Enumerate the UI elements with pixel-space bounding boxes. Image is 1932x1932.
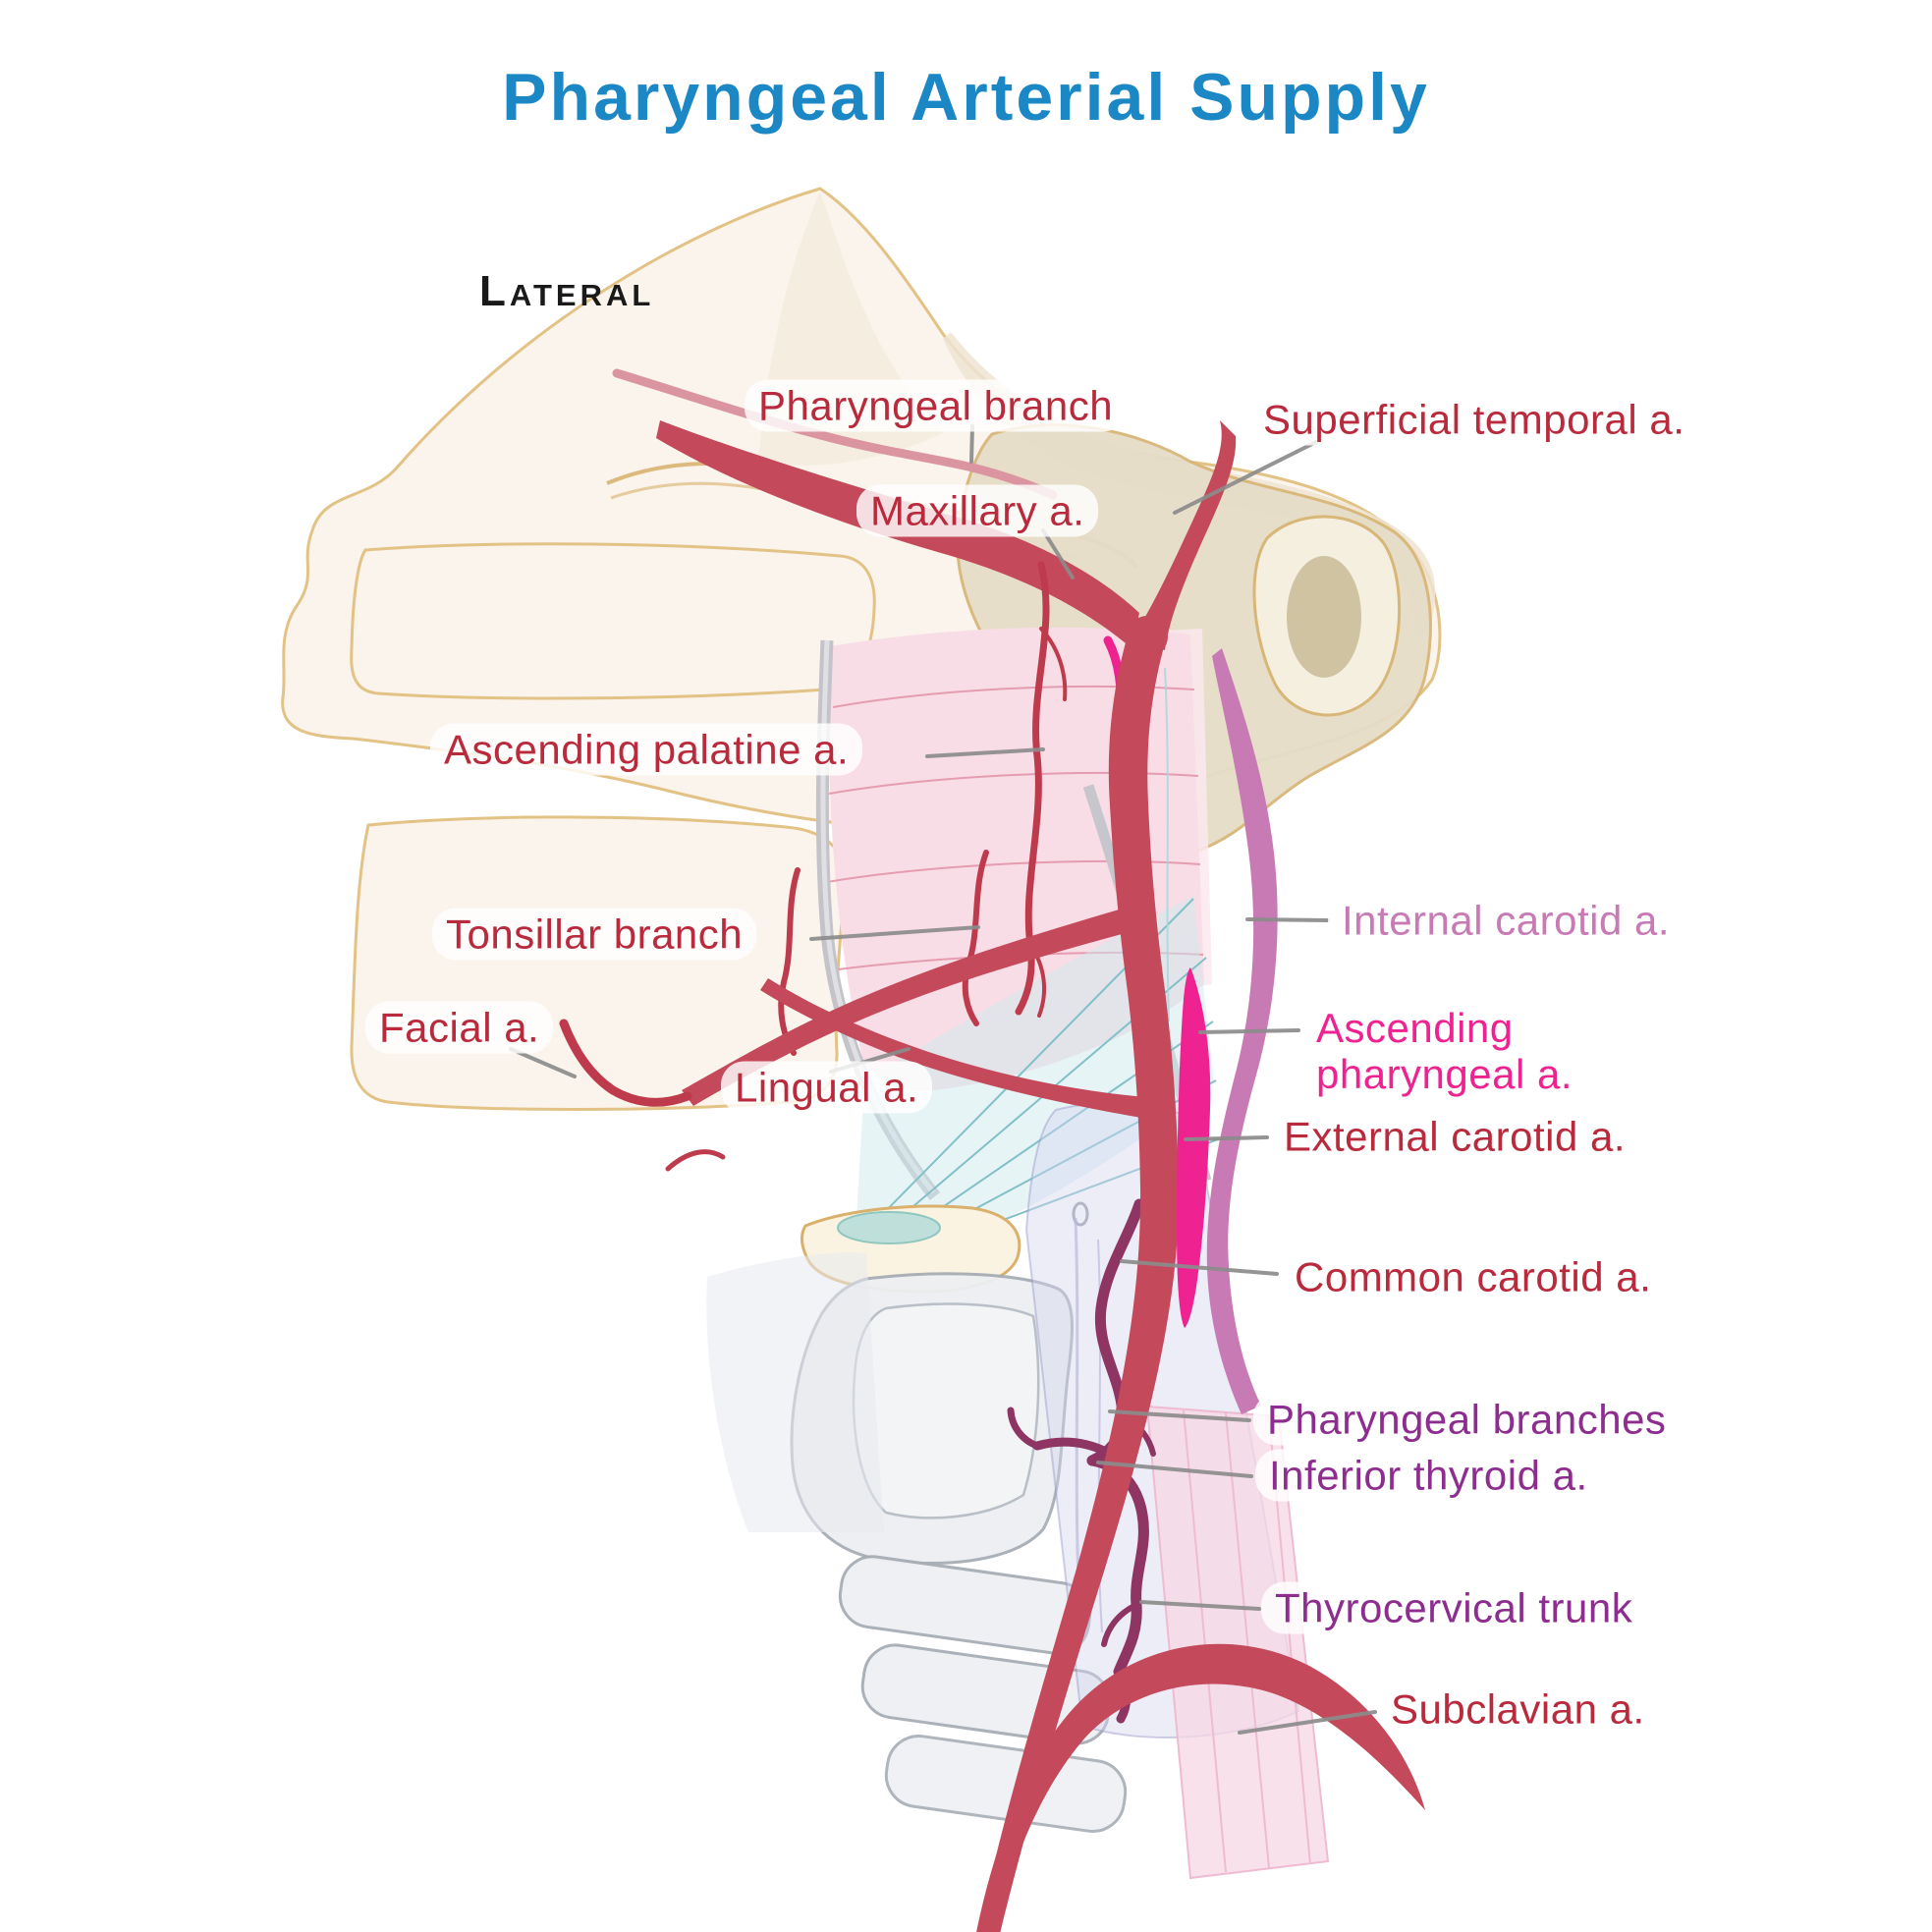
pharyngeal-branch-of-maxillary xyxy=(612,368,1058,500)
label-subclavian: Subclavian a. xyxy=(1377,1683,1659,1736)
label-common-carotid: Common carotid a. xyxy=(1281,1250,1666,1303)
subclavian-artery xyxy=(976,1643,1425,1932)
label-tonsillar-branch: Tonsillar branch xyxy=(432,908,757,961)
label-thyrocervical-trunk: Thyrocervical trunk xyxy=(1261,1581,1647,1634)
label-internal-carotid: Internal carotid a. xyxy=(1328,894,1684,947)
label-pharyngeal-branches: Pharyngeal branches xyxy=(1253,1393,1681,1446)
hyoid-and-larynx xyxy=(706,667,1219,1833)
label-facial: Facial a. xyxy=(365,1001,554,1054)
view-orientation-label: Lateral xyxy=(479,267,655,315)
facial-artery-hook xyxy=(559,1019,692,1107)
superficial-temporal-artery xyxy=(1132,420,1237,650)
label-superficial-temporal: Superficial temporal a. xyxy=(1249,393,1699,446)
ascending-pharyngeal-artery xyxy=(1177,967,1211,1328)
label-ascending-palatine: Ascending palatine a. xyxy=(430,723,863,776)
facial-artery xyxy=(682,904,1147,1106)
page-title: Pharyngeal Arterial Supply xyxy=(502,60,1430,135)
label-external-carotid: External carotid a. xyxy=(1270,1110,1640,1163)
internal-carotid-artery xyxy=(1206,648,1278,1414)
label-maxillary: Maxillary a. xyxy=(856,484,1099,537)
label-ascending-pharyngeal: Ascending pharyngeal a. xyxy=(1302,1001,1587,1101)
label-pharyngeal-branch: Pharyngeal branch xyxy=(745,379,1128,432)
label-lingual: Lingual a. xyxy=(721,1061,933,1114)
lingual-artery xyxy=(760,978,1155,1120)
label-inferior-thyroid: Inferior thyroid a. xyxy=(1255,1449,1602,1502)
